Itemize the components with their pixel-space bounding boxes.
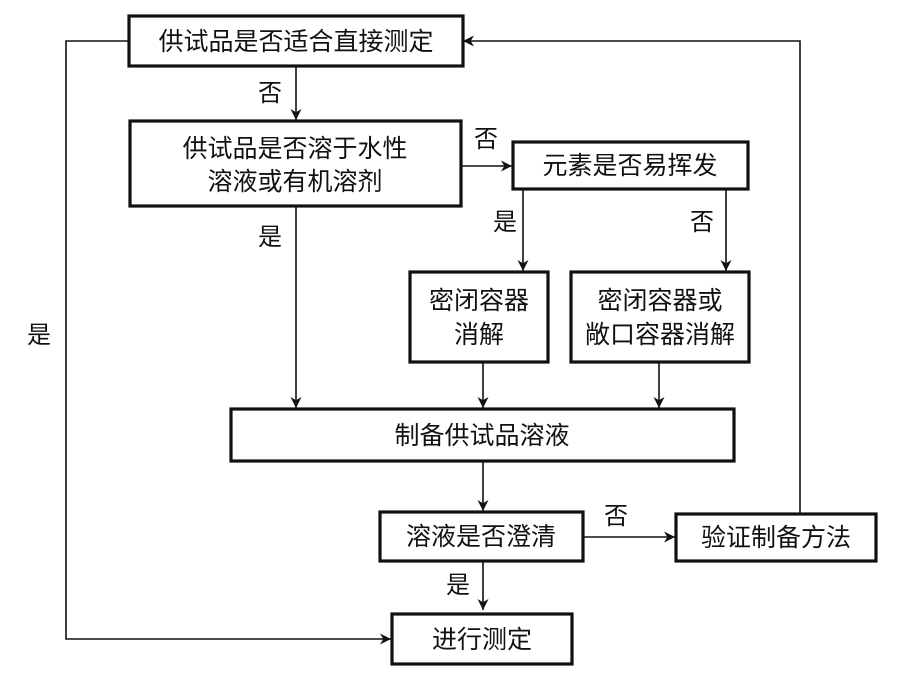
node-verify-method-text: 验证制备方法	[701, 523, 851, 552]
node-soluble: 供试品是否溶于水性 溶液或有机溶剂	[128, 119, 463, 208]
node-prepare-solution-text: 制备供试品溶液	[394, 421, 569, 450]
node-closed-digestion-text-line1: 密闭容器	[429, 286, 529, 315]
connectors	[65, 35, 801, 645]
node-closed-digestion: 密闭容器 消解	[408, 270, 550, 364]
label-no-soluble: 否	[474, 125, 498, 153]
node-volatile: 元素是否易挥发	[511, 140, 750, 191]
node-closed-or-open-digestion-text-line2: 敞口容器消解	[585, 320, 735, 349]
label-no-clear: 否	[604, 502, 628, 530]
node-soluble-text-line2: 溶液或有机溶剂	[207, 167, 382, 196]
label-no-direct: 否	[258, 79, 282, 107]
node-closed-or-open-digestion-text-line1: 密闭容器或	[597, 286, 722, 315]
node-volatile-text: 元素是否易挥发	[542, 151, 717, 180]
label-no-volatile: 否	[690, 208, 714, 236]
node-measure: 进行测定	[390, 612, 574, 666]
node-direct-measurable: 供试品是否适合直接测定	[127, 14, 465, 68]
node-direct-measurable-text: 供试品是否适合直接测定	[158, 27, 433, 56]
node-closed-or-open-digestion: 密闭容器或 敞口容器消解	[569, 270, 751, 364]
node-solution-clear-text: 溶液是否澄清	[406, 522, 556, 551]
label-yes-clear: 是	[446, 571, 470, 599]
edge-labels: 否 否 是 是 否 是 否 是	[27, 79, 714, 599]
node-soluble-text-line1: 供试品是否溶于水性	[182, 134, 407, 163]
node-verify-method: 验证制备方法	[674, 512, 878, 563]
node-prepare-solution: 制备供试品溶液	[229, 407, 736, 463]
edge-direct-to-measure	[65, 40, 391, 645]
label-yes-soluble: 是	[258, 223, 282, 251]
edge-verify-to-direct	[463, 35, 801, 513]
node-solution-clear: 溶液是否澄清	[378, 510, 585, 563]
node-measure-text: 进行测定	[432, 625, 532, 654]
label-yes-volatile: 是	[493, 208, 517, 236]
node-closed-digestion-text-line2: 消解	[454, 320, 504, 349]
label-yes-left: 是	[27, 321, 51, 349]
